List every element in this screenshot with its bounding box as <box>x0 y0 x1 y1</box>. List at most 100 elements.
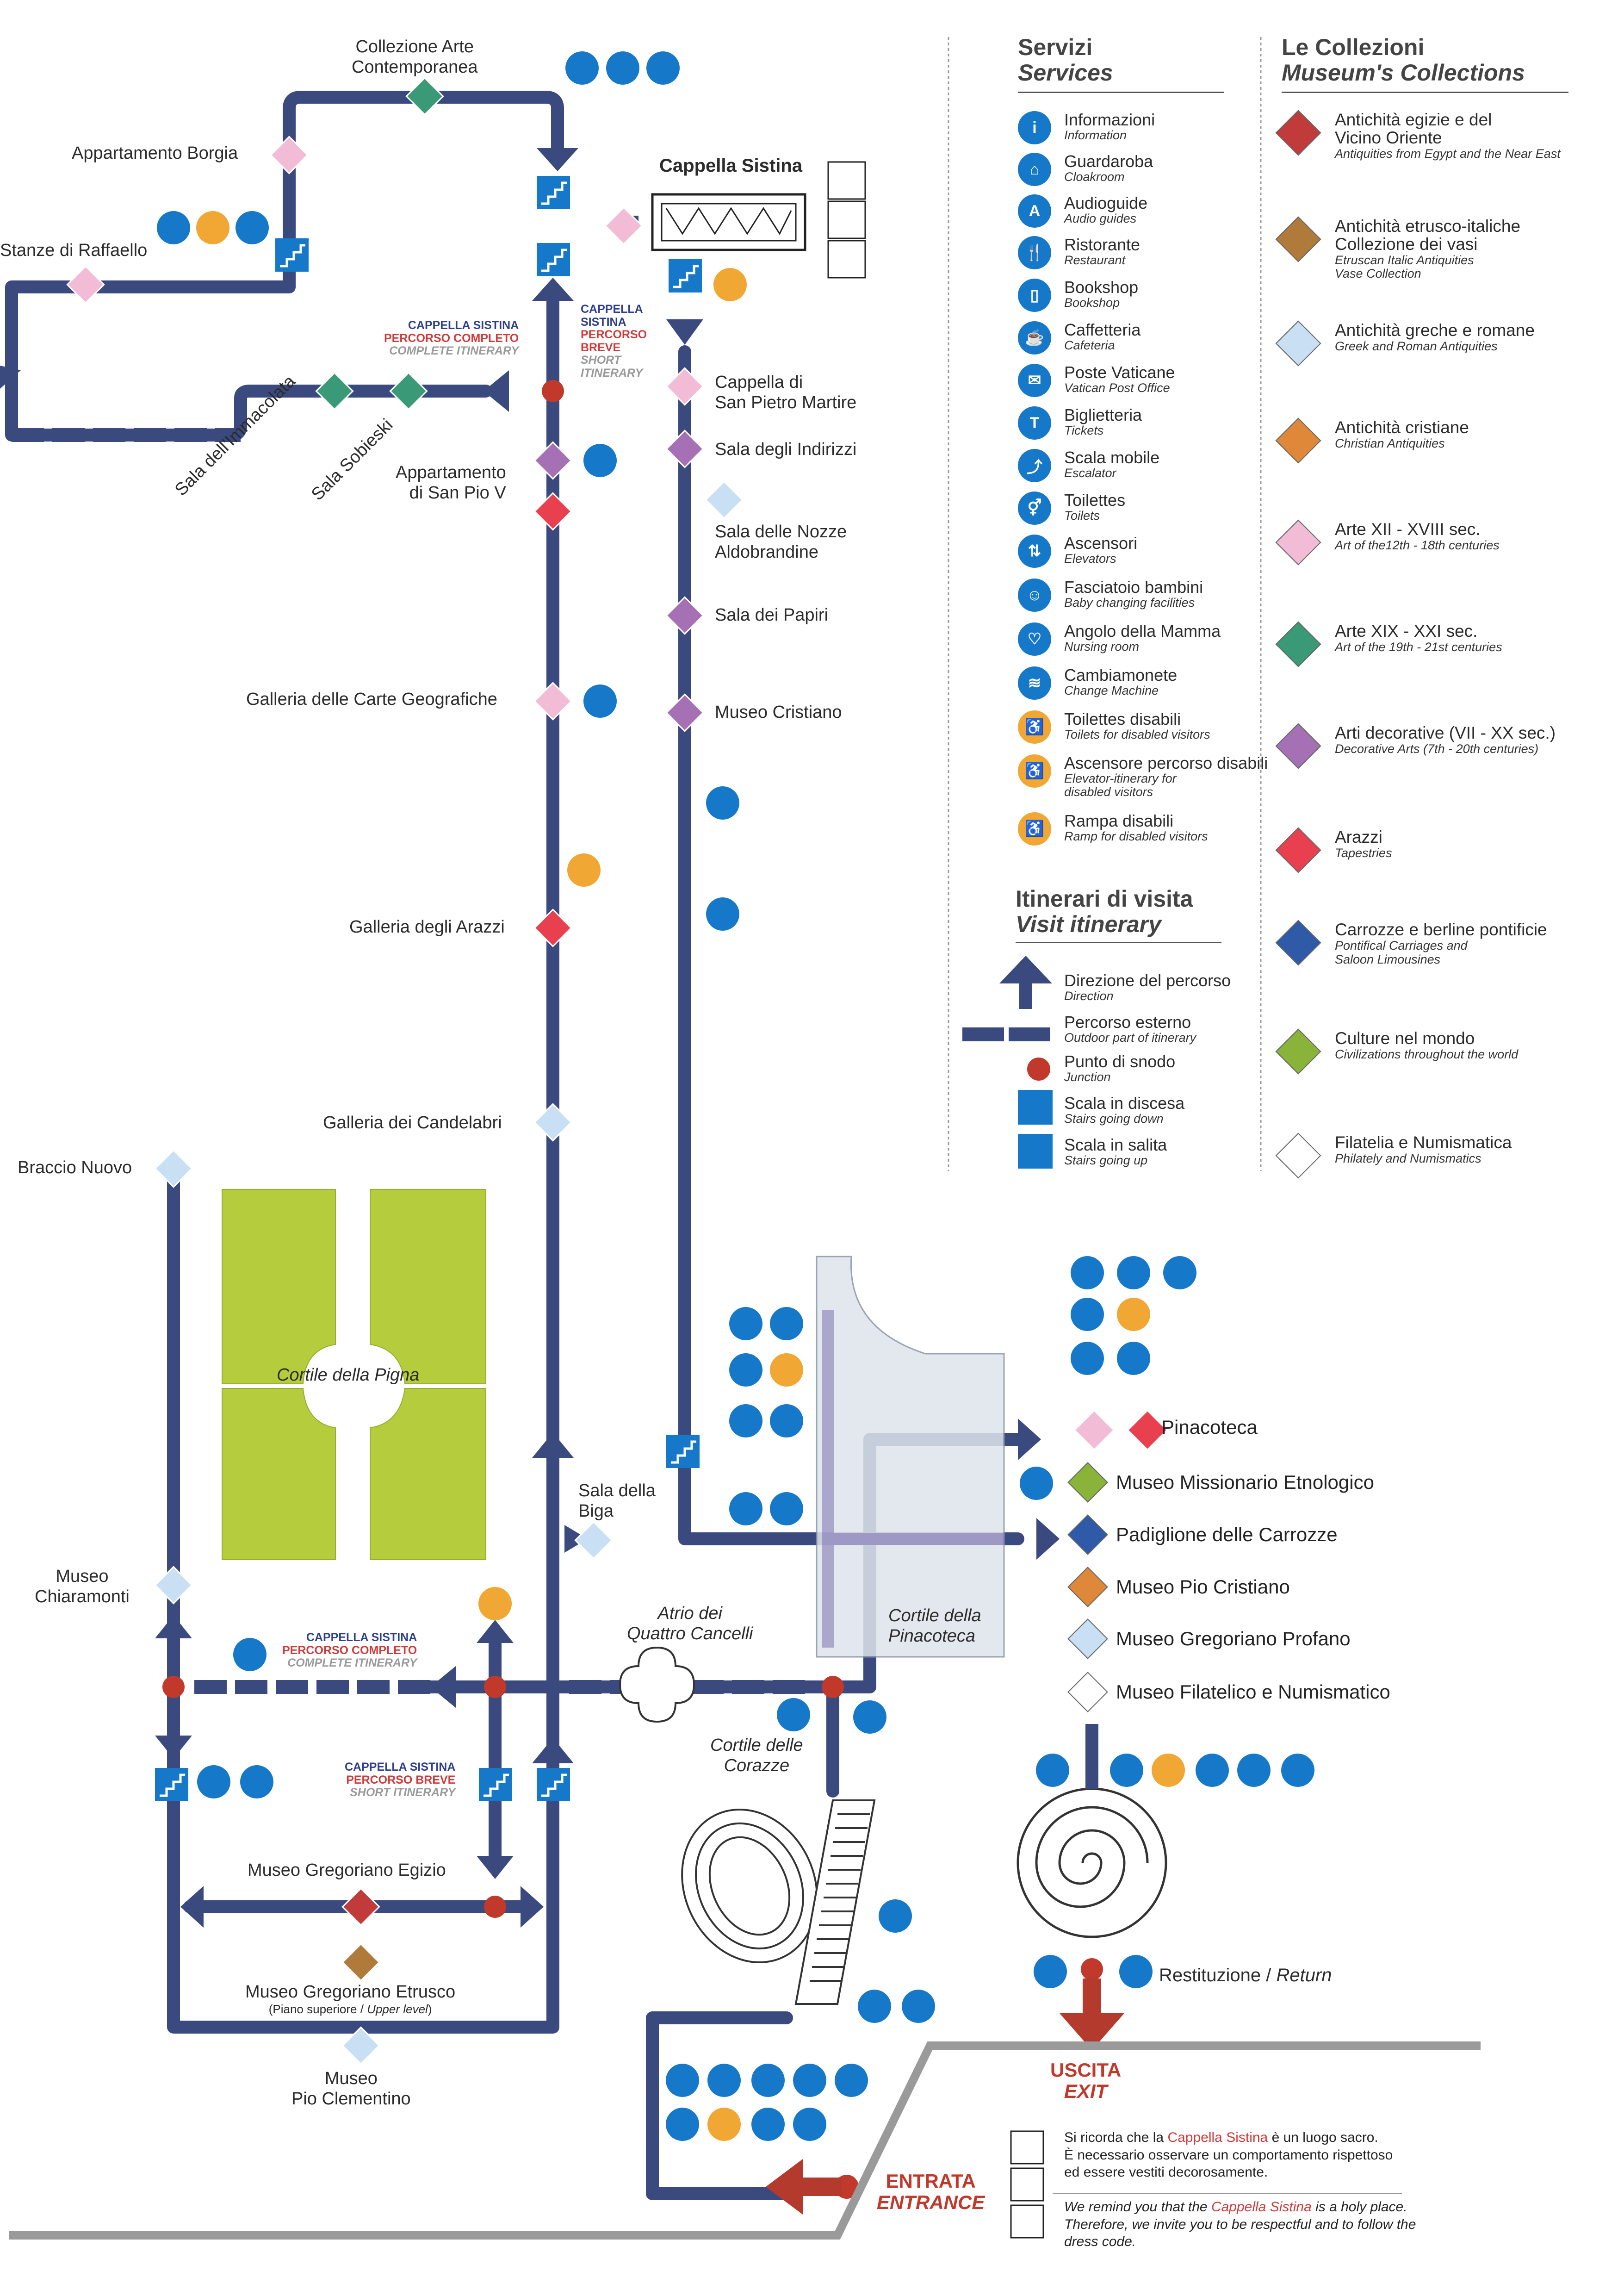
service-name: Ascensori <box>1064 534 1138 553</box>
toilets-icon: ⚥ <box>1018 492 1051 525</box>
collection-name-en: Civilizations throughout the world <box>1335 1047 1519 1061</box>
restaurant-icon: 🍴 <box>1018 236 1051 269</box>
service-name-en: Information <box>1064 128 1127 142</box>
room-sala-papiri: Sala dei Papiri <box>715 605 829 625</box>
exit-label: USCITA EXIT <box>1050 2059 1122 2103</box>
collection-legend-item: Arti decorative (VII - XX sec.)Decorativ… <box>1275 723 1556 769</box>
service-name: Audioguide <box>1064 193 1148 212</box>
itinerary-name-en: Stairs going down <box>1064 1111 1164 1126</box>
collection-diamond-icon <box>1067 1672 1108 1712</box>
room-collezione-arte-contemporanea: Collezione Arte Contemporanea <box>352 37 478 77</box>
room-sala-indirizzi: Sala degli Indirizzi <box>715 440 857 459</box>
destination-item: Museo Gregoriano Profano <box>1067 1618 1351 1659</box>
service-name-en: Cloakroom <box>1064 169 1125 184</box>
service-name-en: Baby changing facilities <box>1064 595 1195 610</box>
room-appartamento-borgia: Appartamento Borgia <box>72 143 238 163</box>
destination-label: Museo Pio Cristiano <box>1116 1576 1290 1598</box>
room-cappella-sistina: Cappella Sistina <box>659 156 802 176</box>
service-name-en: Elevators <box>1064 551 1116 566</box>
collection-name: Carrozze e berline pontificie <box>1335 920 1547 939</box>
room-sala-nozze: Sala delle Nozze Aldobrandine <box>715 522 847 562</box>
ramp-icon: ♿ <box>1018 812 1051 846</box>
collection-name: Arazzi <box>1335 828 1382 846</box>
room-sala-biga: Sala della Biga <box>578 1481 656 1521</box>
restituzione-label: Restituzione / Return <box>1159 1965 1332 1985</box>
corazze-ramp <box>681 1799 876 2005</box>
collection-diamond-icon <box>1067 1567 1108 1607</box>
service-name: Angolo della Mamma <box>1064 622 1221 641</box>
sistine-notice-it: Si ricorda che la Cappella Sistina è un … <box>1064 2130 1393 2180</box>
collection-diamond-icon <box>1275 110 1321 156</box>
collection-diamond-icon <box>1275 1028 1321 1075</box>
itinerary-name-en: Junction <box>1064 1070 1111 1084</box>
bookshop-icon: ▯ <box>1018 279 1051 312</box>
itinerary-name: Punto di snodo <box>1064 1052 1176 1071</box>
service-name: Ascensore percorso disabili <box>1064 753 1268 772</box>
atrio-quattro-cancelli <box>619 1646 695 1723</box>
destination-label: Pinacoteca <box>1161 1416 1258 1438</box>
service-name: Informazioni <box>1064 110 1155 129</box>
room-appartamento-pio-v: Appartamento di San Pio V <box>396 463 506 503</box>
service-name: Scala mobile <box>1064 448 1160 467</box>
collection-name-en: Christian Antiquities <box>1335 436 1445 450</box>
service-name-en: Ramp for disabled visitors <box>1064 829 1208 843</box>
collection-diamond-icon <box>1275 216 1321 262</box>
collection-name: Antichità etrusco-italiche Collezione de… <box>1335 217 1521 254</box>
itinerary-name-en: Stairs going up <box>1064 1153 1148 1167</box>
room-museo-pio-clementino: Museo Pio Clementino <box>291 2069 411 2109</box>
collections-heading: Le Collezioni Museum's Collections <box>1282 34 1525 86</box>
entrance-arrow <box>766 2159 842 2215</box>
collection-diamond-icon <box>1275 920 1321 966</box>
itinerary-name-en: Direction <box>1064 989 1114 1003</box>
collection-name: Culture nel mondo <box>1335 1029 1475 1048</box>
room-galleria-candelabri: Galleria dei Candelabri <box>323 1113 502 1132</box>
itinerary-name: Scala in discesa <box>1064 1094 1185 1113</box>
service-name: Rampa disabili <box>1064 811 1174 830</box>
collection-name-en: Art of the12th - 18th centuries <box>1335 538 1500 552</box>
destination-label: Museo Gregoriano Profano <box>1116 1628 1351 1649</box>
room-cortile-pigna: Cortile della Pigna <box>277 1365 420 1385</box>
service-name-en: Elevator-itinerary for disabled visitors <box>1064 771 1177 799</box>
room-museo-gregoriano-egizio: Museo Gregoriano Egizio <box>248 1860 446 1880</box>
disabled-elevator-icon: ♿ <box>1018 754 1051 788</box>
service-name-en: Change Machine <box>1064 683 1159 697</box>
service-name-en: Toilets <box>1064 508 1100 523</box>
collection-diamond-icon <box>1067 1514 1108 1555</box>
collection-diamond-icon <box>1275 1132 1321 1179</box>
destination-label: Padiglione delle Carrozze <box>1116 1524 1338 1545</box>
nursing-icon: ♡ <box>1018 622 1051 656</box>
collection-diamond-icon <box>1275 723 1321 769</box>
service-name: Fasciatoio bambini <box>1064 578 1203 597</box>
destination-item: Museo Filatelico e Numismatico <box>1067 1672 1390 1712</box>
exit-arrow <box>1060 1979 1124 2050</box>
cloakroom-icon: ⌂ <box>1018 153 1051 186</box>
service-name-en: Toilets for disabled visitors <box>1064 727 1210 741</box>
route-network <box>5 91 1024 2200</box>
entrance-label: ENTRATA ENTRANCE <box>877 2170 985 2214</box>
itinerary-name: Scala in salita <box>1064 1135 1167 1154</box>
elevator-icon: ⇅ <box>1018 535 1051 568</box>
collection-name: Antichità greche e romane <box>1335 321 1535 340</box>
collection-diamond-icon <box>1275 519 1321 566</box>
collection-name-en: Etruscan Italic Antiquities Vase Collect… <box>1335 253 1474 281</box>
collection-name: Filatelia e Numismatica <box>1335 1133 1512 1152</box>
room-braccio-nuovo: Braccio Nuovo <box>18 1158 132 1177</box>
destination-label: Museo Missionario Etnologico <box>1116 1471 1374 1493</box>
collection-name-en: Pontifical Carriages and Saloon Limousin… <box>1335 938 1468 966</box>
collection-legend-item: Arte XII - XVIII sec.Art of the12th - 18… <box>1275 519 1500 566</box>
